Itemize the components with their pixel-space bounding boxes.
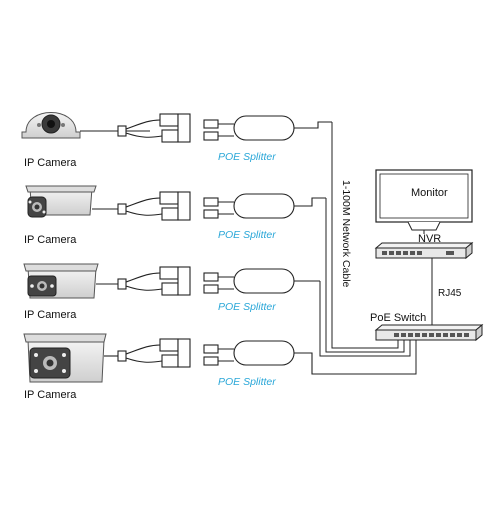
camera-row-2: IP Camera POE Splitter: [24, 185, 326, 246]
switch-ports: [394, 333, 469, 337]
camera-pigtail: [80, 113, 191, 143]
nvr-device: NVR: [374, 230, 474, 330]
camera-pigtail: [96, 266, 191, 296]
poe-splitter-device: [203, 340, 340, 375]
bullet-camera-icon: [23, 263, 99, 299]
nvr-label: NVR: [418, 233, 441, 245]
poe-splitter-label: POE Splitter: [218, 229, 276, 241]
poe-splitter-device: [203, 268, 320, 294]
camera-label: IP Camera: [24, 309, 77, 321]
camera-label: IP Camera: [24, 157, 77, 169]
camera-label: IP Camera: [24, 389, 77, 401]
poe-switch-label: PoE Switch: [370, 312, 426, 324]
network-cable-label: 1-100M Network Cable: [340, 180, 352, 288]
monitor-device: Monitor: [375, 169, 473, 231]
poe-splitter-label: POE Splitter: [218, 151, 276, 163]
bullet-camera-icon: [23, 333, 107, 383]
poe-splitter-device: [203, 115, 332, 141]
poe-switch-device: PoE Switch: [370, 312, 484, 342]
camera-row-1: IP Camera POE Splitter: [21, 112, 332, 169]
rj45-label: RJ45: [438, 288, 462, 299]
dome-camera-icon: [21, 112, 81, 139]
poe-splitter-device: [203, 193, 326, 219]
camera-pigtail: [92, 191, 191, 221]
network-cables: [319, 122, 417, 375]
camera-row-4: IP Camera POE Splitter: [23, 333, 340, 401]
bullet-camera-icon: [25, 185, 97, 218]
monitor-label: Monitor: [411, 187, 448, 199]
nvr-ports: [382, 251, 454, 255]
poe-splitter-label: POE Splitter: [218, 376, 276, 388]
poe-splitter-label: POE Splitter: [218, 301, 276, 313]
camera-label: IP Camera: [24, 234, 77, 246]
camera-row-3: IP Camera POE Splitter: [23, 263, 320, 321]
camera-pigtail: [104, 338, 191, 368]
